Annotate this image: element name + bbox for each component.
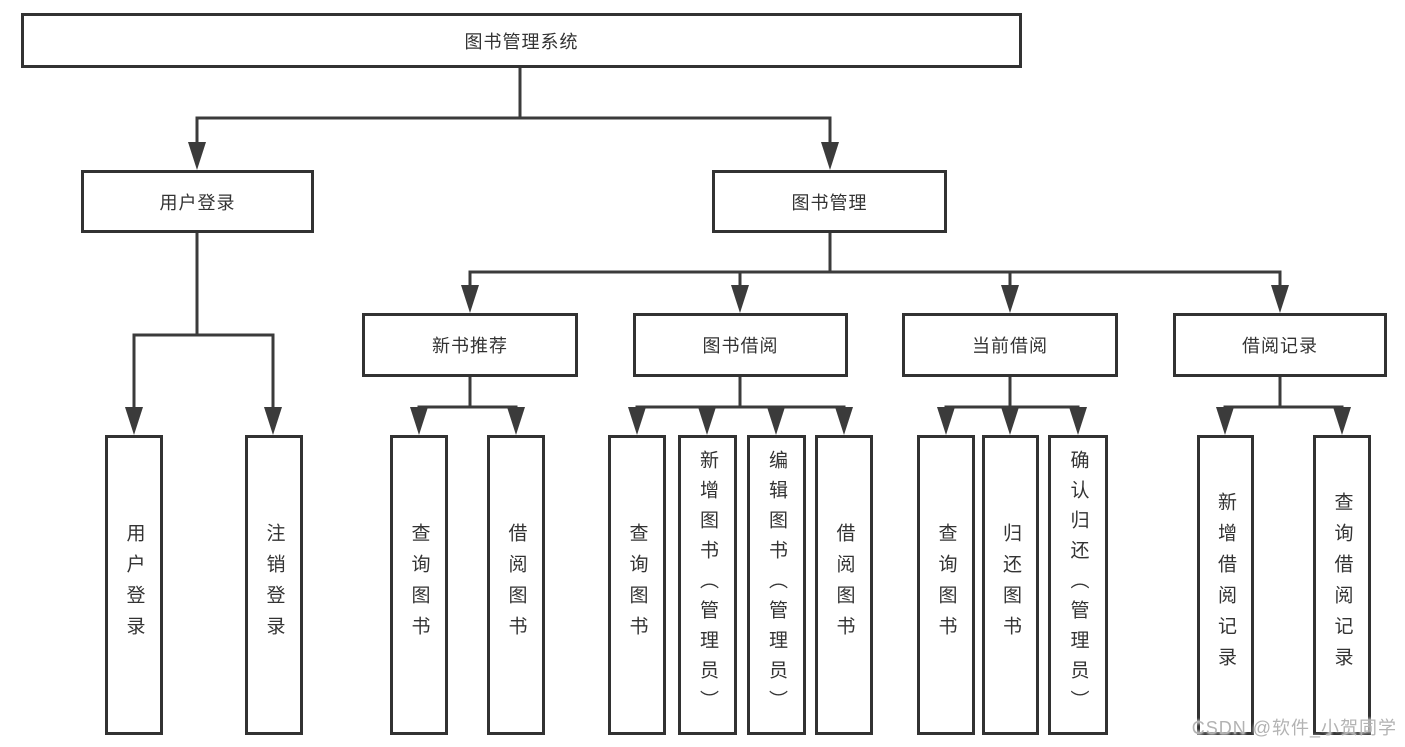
leaf-borrowing-edit-books-admin: 编辑图书（管理员） [747, 435, 806, 735]
leaf-current-return-books: 归还图书 [982, 435, 1039, 735]
arrowhead [410, 407, 428, 435]
leaf-user-login: 用户登录 [105, 435, 163, 735]
arrowhead [1271, 285, 1289, 313]
arrowhead [461, 285, 479, 313]
leaf-borrowing-borrow-books: 借阅图书 [815, 435, 873, 735]
node-user-login: 用户登录 [81, 170, 314, 233]
arrowhead [507, 407, 525, 435]
leaf-recommend-query-books: 查询图书 [390, 435, 448, 735]
arrowhead [264, 407, 282, 435]
arrowhead [188, 142, 206, 170]
leaf-borrowing-add-books-admin: 新增图书（管理员） [678, 435, 737, 735]
arrowhead [628, 407, 646, 435]
node-new-book-recommend: 新书推荐 [362, 313, 578, 377]
arrowhead [937, 407, 955, 435]
arrowhead [767, 407, 785, 435]
arrowhead [1069, 407, 1087, 435]
leaf-records-add-record: 新增借阅记录 [1197, 435, 1254, 735]
node-borrowing-records: 借阅记录 [1173, 313, 1387, 377]
arrowhead [821, 142, 839, 170]
node-root: 图书管理系统 [21, 13, 1022, 68]
arrowhead [731, 285, 749, 313]
leaf-current-confirm-return-admin: 确认归还（管理员） [1048, 435, 1108, 735]
node-current-borrowing: 当前借阅 [902, 313, 1118, 377]
arrowhead [698, 407, 716, 435]
csdn-watermark: CSDN @软件_小贺同学 [1191, 718, 1397, 738]
leaf-current-query-books: 查询图书 [917, 435, 975, 735]
leaf-records-query-record: 查询借阅记录 [1313, 435, 1371, 735]
leaf-borrowing-query-books: 查询图书 [608, 435, 666, 735]
arrowhead [835, 407, 853, 435]
arrowhead [125, 407, 143, 435]
leaf-recommend-borrow-books: 借阅图书 [487, 435, 545, 735]
node-book-borrowing: 图书借阅 [633, 313, 848, 377]
arrowhead [1216, 407, 1234, 435]
leaf-logout: 注销登录 [245, 435, 303, 735]
arrowhead [1001, 285, 1019, 313]
node-book-management: 图书管理 [712, 170, 947, 233]
arrowhead [1333, 407, 1351, 435]
arrowhead [1001, 407, 1019, 435]
